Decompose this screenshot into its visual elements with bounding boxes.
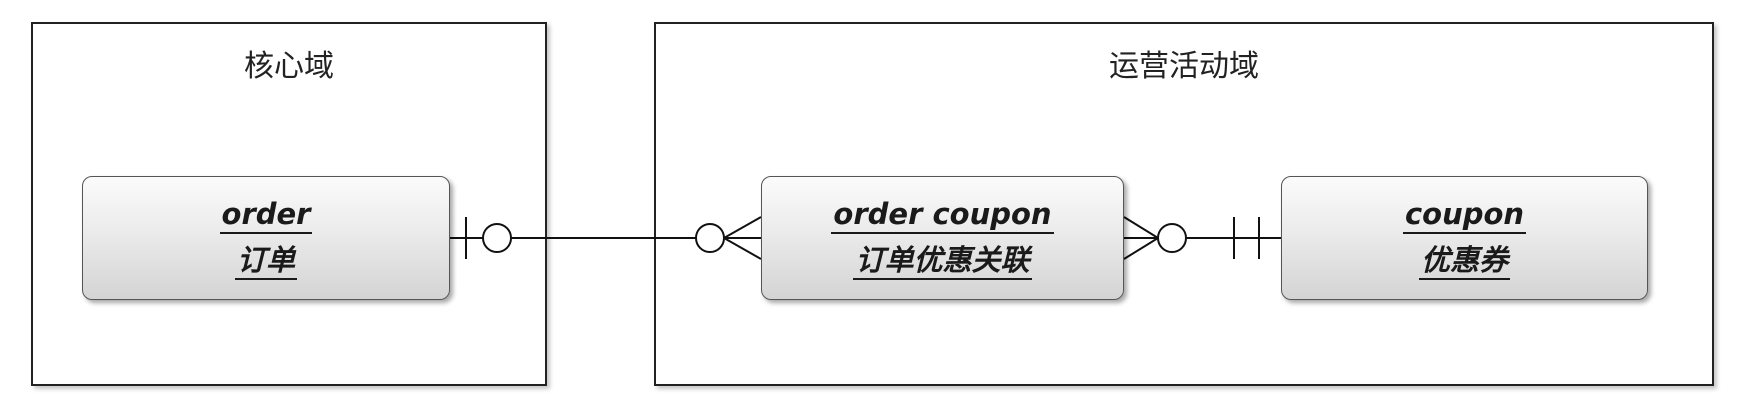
core-domain-title: 核心域 (244, 49, 334, 84)
order-coupon-entity[interactable]: order coupon 订单优惠关联 (761, 176, 1124, 300)
order-zero-circle (482, 223, 512, 253)
order-coupon-right-crowfoot-top (1123, 216, 1159, 239)
order-entity-label: 订单 (234, 242, 297, 280)
order-entity[interactable]: order 订单 (82, 176, 450, 300)
coupon-entity-label: 优惠券 (1418, 242, 1510, 280)
operations-domain-title: 运营活动域 (1109, 49, 1259, 84)
order-coupon-right-zero-circle (1157, 223, 1187, 253)
order-coupon-right-crowfoot-bottom (1123, 237, 1159, 260)
order-coupon-left-crowfoot-top (723, 216, 762, 239)
order-coupon-left-zero-circle (695, 223, 725, 253)
order-coupon-left-crowfoot-bottom (723, 237, 762, 260)
order-entity-name: order (219, 196, 313, 234)
order-coupon-entity-name: order coupon (831, 196, 1054, 234)
coupon-entity[interactable]: coupon 优惠券 (1281, 176, 1648, 300)
coupon-entity-name: coupon (1402, 196, 1527, 234)
order-coupon-entity-label: 订单优惠关联 (853, 242, 1032, 280)
